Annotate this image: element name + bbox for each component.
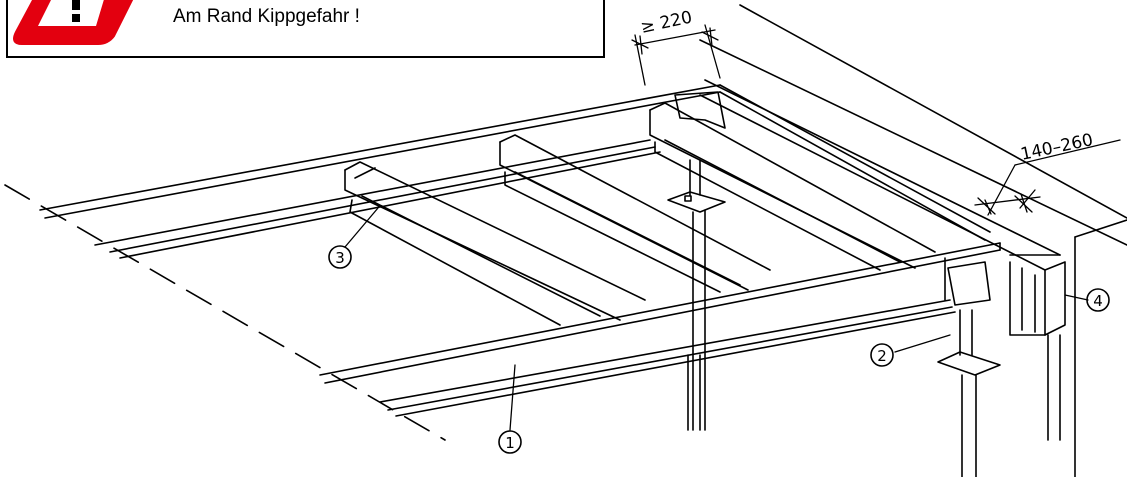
- prop-back: [667, 159, 726, 431]
- warning-text: Am Rand Kippgefahr !: [173, 6, 360, 27]
- cut-line: [4, 184, 446, 441]
- dimension-edge-spacing: [631, 24, 721, 86]
- main-beam: [319, 242, 1001, 417]
- callout-4-label: 4: [1093, 292, 1103, 310]
- callout-leaders: [344, 207, 1089, 431]
- dimension-edge-spacing-label: ≥ 220: [639, 7, 694, 37]
- prop-front: [937, 261, 1001, 478]
- warning-banner: Am Rand Kippgefahr !: [6, 0, 605, 58]
- callout-1-circle: [498, 430, 522, 454]
- dimension-wall-gap: [974, 139, 1121, 216]
- callout-3-circle: [328, 245, 352, 269]
- prop-head-back: [674, 91, 726, 129]
- callout-2-circle: [870, 343, 894, 367]
- secondary-beam-right: [649, 102, 936, 271]
- prop-front-left-legs: [687, 354, 701, 431]
- secondary-beam-mid: [499, 134, 771, 293]
- secondary-beam-left: [344, 161, 646, 326]
- callout-4-circle: [1086, 288, 1110, 312]
- wall: [699, 4, 1127, 478]
- dimension-wall-gap-label: 140–260: [1019, 130, 1095, 165]
- callout-2-label: 2: [877, 347, 887, 365]
- callout-1-label: 1: [505, 434, 515, 452]
- wall-beam: [699, 79, 1066, 336]
- warning-triangle-icon: [13, 0, 134, 45]
- callout-3-label: 3: [335, 249, 345, 267]
